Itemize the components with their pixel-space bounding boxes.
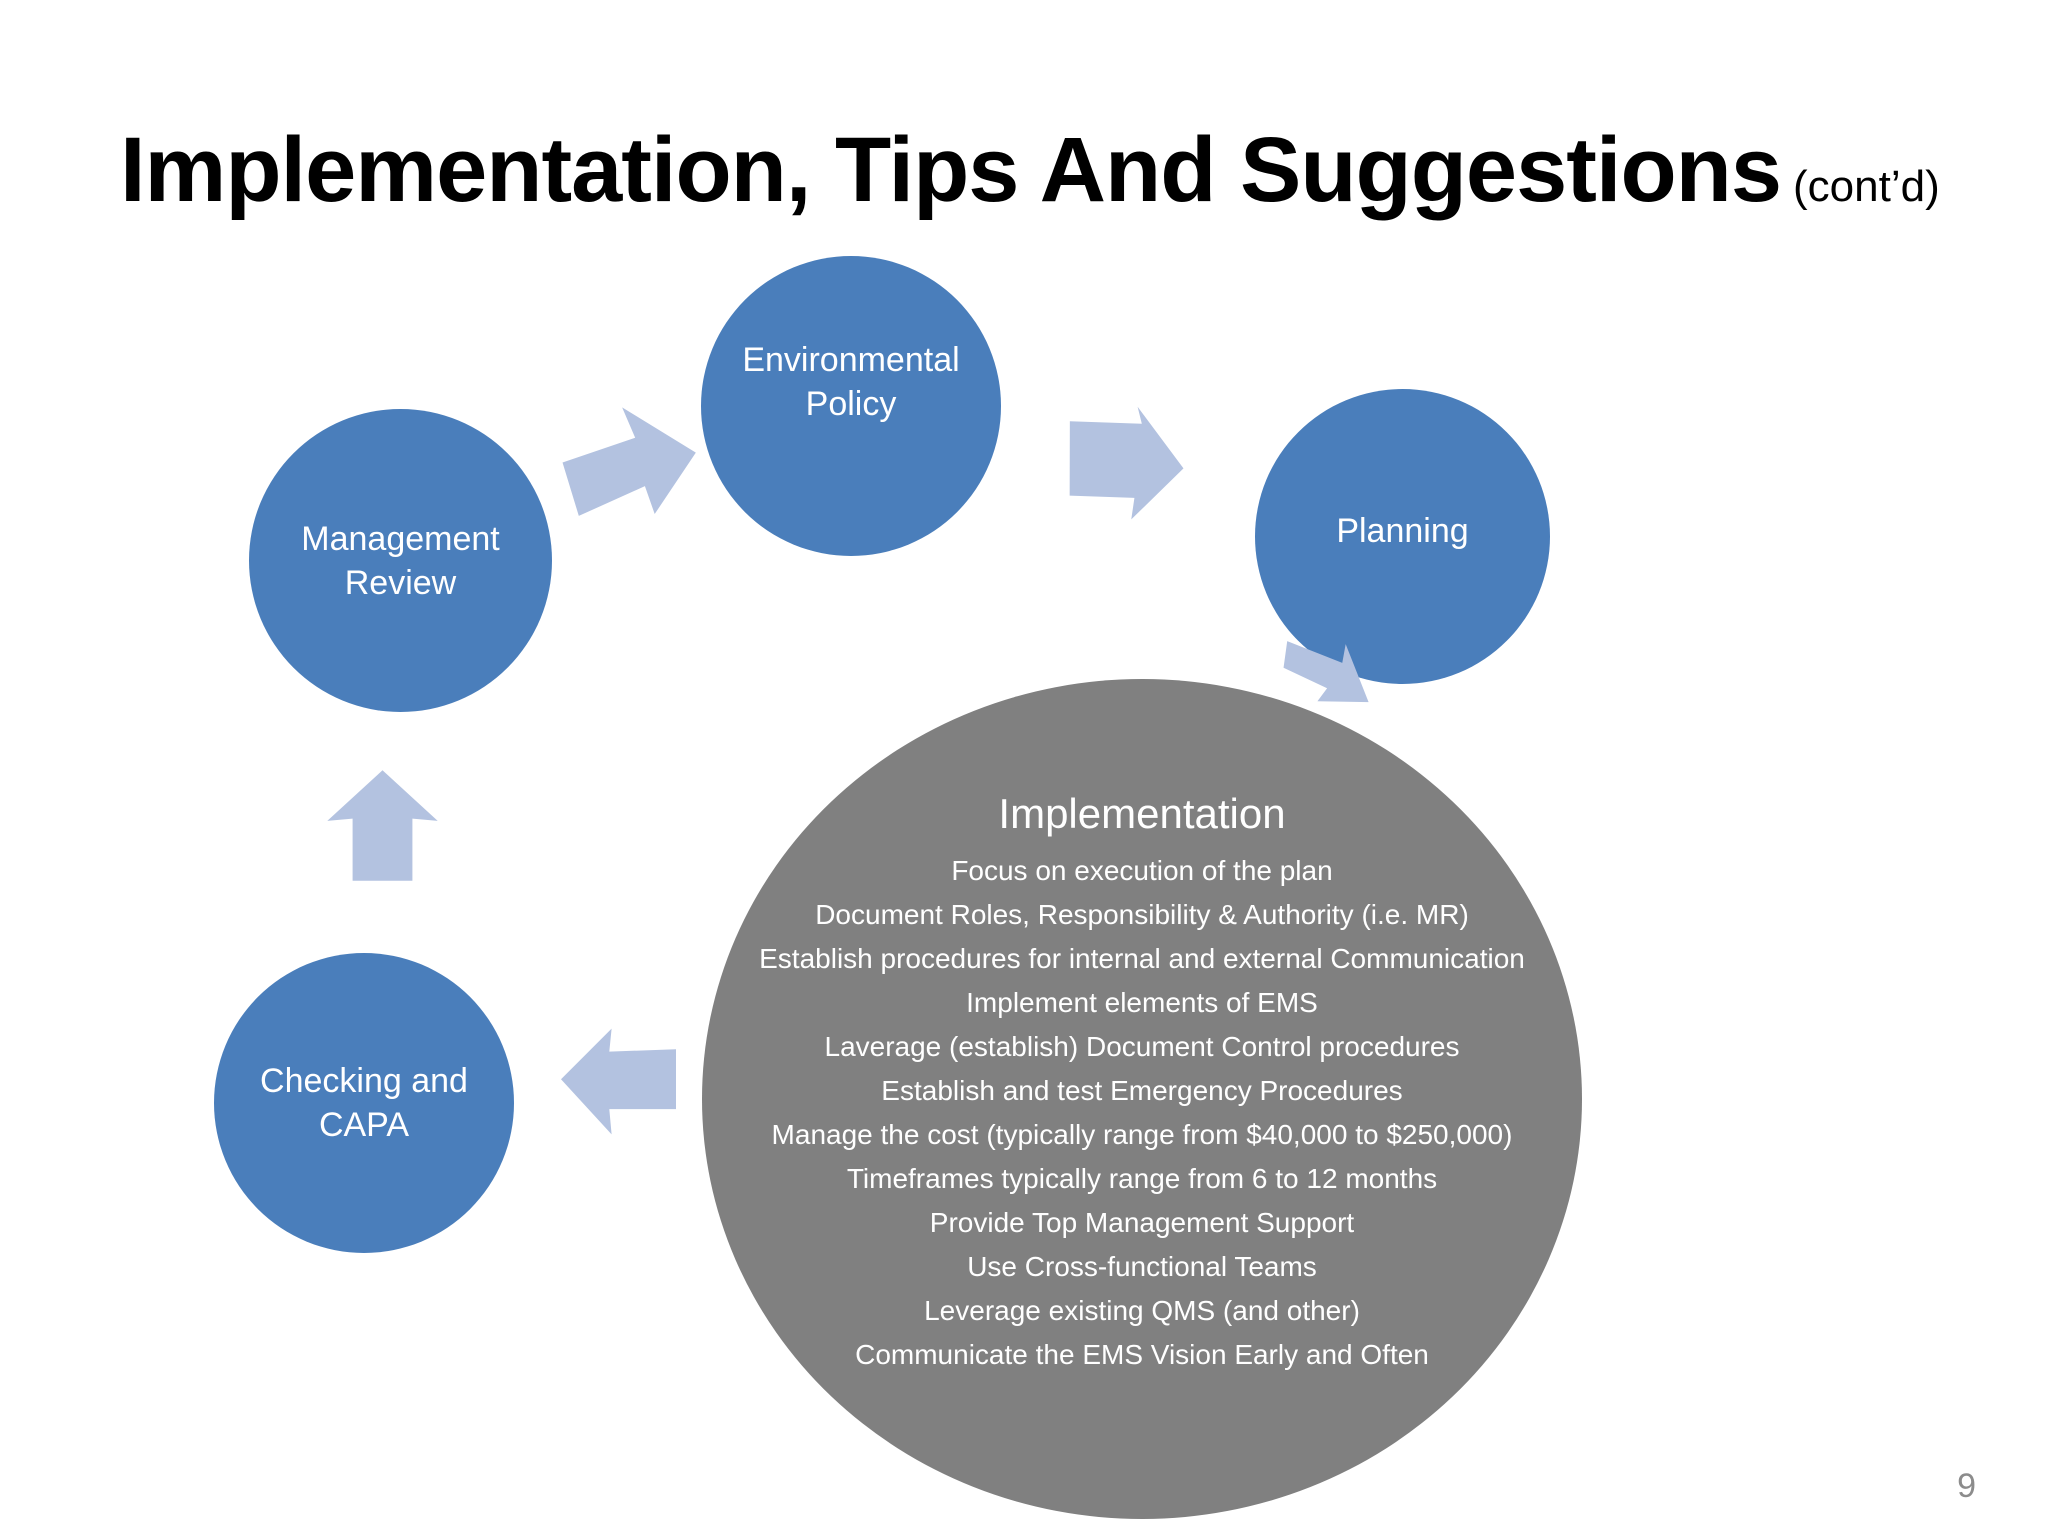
cycle-node-label-checking-and-capa: Checking and CAPA [260, 1062, 468, 1144]
cycle-node-label-planning: Planning [1336, 511, 1469, 550]
implementation-bullet: Provide Top Management Support [929, 1207, 1355, 1238]
cycle-node-planning[interactable]: Planning [1255, 389, 1550, 684]
arrow-right-icon [562, 407, 696, 516]
cycle-node-management-review[interactable]: Management Review [249, 409, 552, 712]
implementation-heading: Implementation [998, 790, 1286, 837]
cycle-node-label-environmental-policy: Environmental Policy [742, 341, 960, 423]
implementation-bullet: Focus on execution of the plan [951, 855, 1333, 886]
implementation-bullet: Laverage (establish) Document Control pr… [824, 1031, 1460, 1062]
implementation-bullet: Timeframes typically range from 6 to 12 … [846, 1163, 1438, 1194]
implementation-bullet: Use Cross-functional Teams [967, 1251, 1317, 1282]
page-number: 9 [1957, 1467, 1976, 1505]
arrow-left-icon [561, 1028, 676, 1135]
implementation-bullet: Establish procedures for internal and ex… [759, 943, 1525, 974]
arrow-right-icon [1069, 406, 1184, 520]
arrow-down-right-icon [1283, 641, 1369, 703]
implementation-bullet: Communicate the EMS Vision Early and Oft… [855, 1339, 1429, 1370]
implementation-bullet: Leverage existing QMS (and other) [924, 1295, 1360, 1326]
implementation-bullet: Implement elements of EMS [966, 987, 1318, 1018]
implementation-bullet-list: Focus on execution of the plan Document … [702, 855, 1582, 1371]
cycle-node-label-management-review: Management Review [301, 519, 500, 602]
cycle-node-environmental-policy[interactable]: Environmental Policy [701, 256, 1001, 556]
implementation-bullet: Establish and test Emergency Procedures [881, 1075, 1403, 1106]
arrow-up-icon [327, 770, 438, 881]
implementation-bullet: Manage the cost (typically range from $4… [771, 1119, 1513, 1150]
cycle-node-implementation[interactable]: Implementation Focus on execution of the… [702, 679, 1582, 1519]
page-title: Implementation, Tips And Suggestions(con… [120, 118, 1940, 228]
page-title-suffix: (cont’d) [1793, 162, 1940, 211]
page-title-main: Implementation, Tips And Suggestions [120, 119, 1782, 221]
implementation-bullet: Document Roles, Responsibility & Authori… [815, 899, 1469, 930]
cycle-node-checking-and-capa[interactable]: Checking and CAPA [214, 953, 514, 1253]
